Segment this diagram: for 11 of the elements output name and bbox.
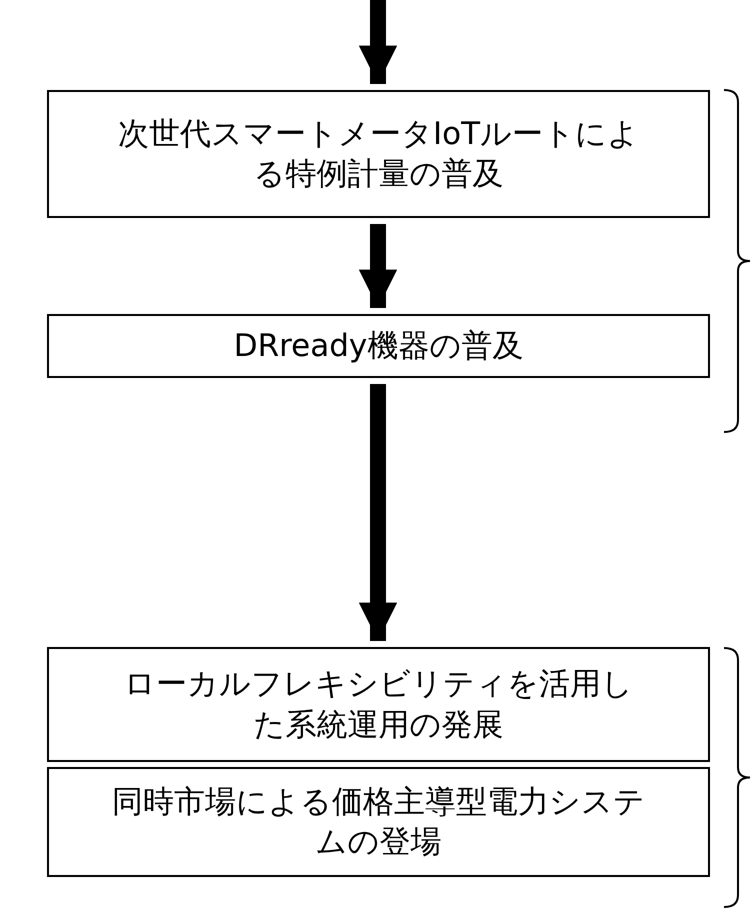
process-box xyxy=(47,90,710,218)
process-box xyxy=(47,314,710,378)
arrow xyxy=(358,384,398,641)
box-text: 次世代スマートメータIoTルートによる特例計量の普及 xyxy=(116,114,640,194)
arrow xyxy=(358,224,398,308)
process-box xyxy=(47,647,710,762)
process-box xyxy=(47,767,710,877)
box-text: ローカルフレキシビリティを活用した系統運用の発展 xyxy=(122,665,634,744)
arrow xyxy=(358,0,398,84)
box-text: DRready機器の普及 xyxy=(234,326,524,366)
box-text: 同時市場による価格主導型電力システムの登場 xyxy=(110,782,646,862)
